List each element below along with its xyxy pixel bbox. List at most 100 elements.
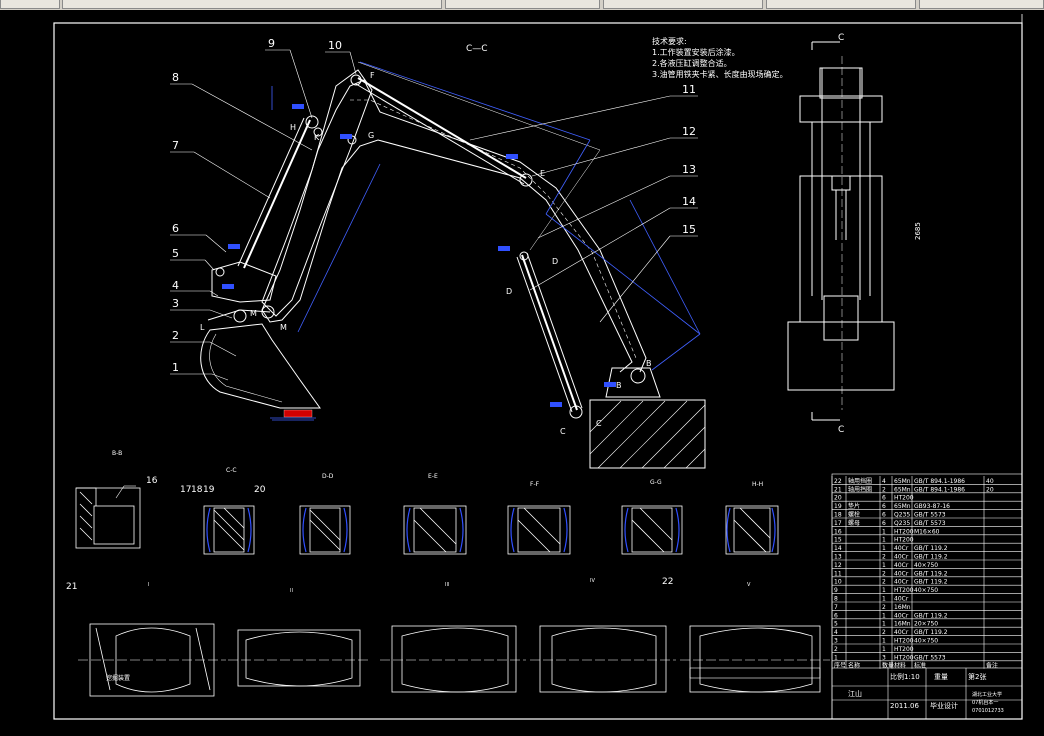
toolbar-lineweight-dropdown[interactable] xyxy=(919,0,1044,9)
cad-drawing-canvas[interactable]: 1 2 3 4 5 6 7 8 9 10 11 12 13 14 15 16 1… xyxy=(0,10,1044,728)
svg-text:IV: IV xyxy=(590,578,595,584)
parts-cell: GB/T 119.2 xyxy=(914,570,948,577)
parts-cell: GB/T 119.2 xyxy=(914,612,948,619)
parts-cell: 1 xyxy=(834,654,838,661)
balloon-10: 10 xyxy=(328,39,342,52)
balloon-11: 11 xyxy=(682,83,696,96)
parts-cell: HT200 xyxy=(894,528,914,535)
balloons: 1 2 3 4 5 6 7 8 9 10 11 12 13 14 15 16 1… xyxy=(66,37,696,592)
parts-cell: 1 xyxy=(882,646,886,653)
balloon-9: 9 xyxy=(268,37,275,50)
parts-cell: GB/T 119.2 xyxy=(914,629,948,636)
svg-text:比例: 比例 xyxy=(890,672,904,681)
parts-cell: 5 xyxy=(834,621,838,628)
parts-cell: GB/T 894.1-1986 xyxy=(914,478,965,485)
balloon-13: 13 xyxy=(682,163,696,176)
parts-cell: 2 xyxy=(882,486,886,493)
balloon-20: 20 xyxy=(254,485,266,495)
balloon-8: 8 xyxy=(172,71,179,84)
svg-text:V: V xyxy=(747,582,751,588)
pin-c xyxy=(569,405,583,419)
parts-cell: 20 xyxy=(986,486,994,493)
balloon-14: 14 xyxy=(682,195,696,208)
svg-text:H: H xyxy=(290,123,296,132)
bucket xyxy=(200,323,321,409)
svg-text:湖北工业大学: 湖北工业大学 xyxy=(972,691,1002,698)
pin-e xyxy=(519,173,533,187)
pin-section-ff xyxy=(621,505,683,555)
stick-cylinder xyxy=(357,77,527,179)
parts-header-cell: 序号 xyxy=(834,661,846,669)
pin-k xyxy=(313,127,323,137)
parts-cell: GB/T 5573 xyxy=(914,520,946,527)
svg-text:H-H: H-H xyxy=(752,481,763,488)
pin-section-gg xyxy=(725,505,779,555)
toolbar-linetype-dropdown[interactable] xyxy=(766,0,916,9)
parts-cell: HT200 xyxy=(894,495,914,502)
pin-h xyxy=(305,115,319,129)
pin-b xyxy=(630,368,646,384)
parts-cell: GB93-87-16 xyxy=(914,503,950,510)
svg-text:毕业设计: 毕业设计 xyxy=(930,701,958,710)
section-label-cc: C—C xyxy=(466,44,488,54)
parts-cell: 2 xyxy=(882,554,886,561)
parts-cell: 7 xyxy=(834,604,838,611)
title-block-text: 比例 1:10 重量 第2张 江山 2011.06 毕业设计 湖北工业大学 07… xyxy=(848,672,1004,714)
side-section-view xyxy=(787,41,895,421)
svg-text:2011.06: 2011.06 xyxy=(890,702,919,710)
toolbar-style-dropdown[interactable] xyxy=(445,0,600,9)
svg-text:M: M xyxy=(250,309,257,318)
svg-text:L: L xyxy=(200,323,205,332)
parts-cell: 16Mn xyxy=(894,621,911,628)
svg-text:0701012733: 0701012733 xyxy=(972,708,1004,714)
parts-cell: 6 xyxy=(882,495,886,502)
svg-text:K: K xyxy=(314,133,320,142)
title-block xyxy=(831,473,1023,720)
svg-text:G-G: G-G xyxy=(650,479,662,486)
parts-cell: GB/T 119.2 xyxy=(914,554,948,561)
parts-cell: 1 xyxy=(882,545,886,552)
svg-text:技术要求:: 技术要求: xyxy=(652,36,687,46)
parts-cell: 轴用挡圈 xyxy=(848,477,872,485)
detail-views xyxy=(75,487,779,555)
toolbar-layer-dropdown[interactable] xyxy=(62,0,442,9)
svg-text:1.工作装置安装后涂漆。: 1.工作装置安装后涂漆。 xyxy=(652,47,740,57)
parts-cell: 4 xyxy=(834,629,838,636)
parts-cell: 1 xyxy=(882,638,886,645)
parts-cell: GB/T 5573 xyxy=(914,654,946,661)
parts-cell: 11 xyxy=(834,570,842,577)
balloon-3: 3 xyxy=(172,297,179,310)
pin-titles: I II III IV V xyxy=(148,578,751,594)
parts-cell: 6 xyxy=(834,612,838,619)
toolbar-color-dropdown[interactable] xyxy=(603,0,763,9)
balloon-2: 2 xyxy=(172,329,179,342)
svg-text:1:10: 1:10 xyxy=(904,673,920,681)
parts-cell: 1 xyxy=(882,528,886,535)
excavator-assembly xyxy=(200,61,706,469)
parts-cell: Q235 xyxy=(894,512,910,519)
parts-cell: 13 xyxy=(834,554,842,561)
svg-text:F-F: F-F xyxy=(530,481,540,488)
toolbar-button-1[interactable] xyxy=(0,0,60,9)
parts-cell: 2 xyxy=(882,579,886,586)
assembly-caption: 挖掘装置 xyxy=(106,674,130,682)
parts-cell: 40×750 xyxy=(914,562,938,569)
parts-cell: HT200 xyxy=(894,654,914,661)
pin-section-bb xyxy=(203,505,255,555)
section-c-top: C xyxy=(838,33,844,43)
parts-cell: 15 xyxy=(834,537,842,544)
parts-cell: 22 xyxy=(834,478,842,485)
boom-cylinder xyxy=(521,254,578,411)
joint-letters: F E G H K D D B C C L M M B xyxy=(200,71,652,436)
balloon-6: 6 xyxy=(172,222,179,235)
svg-text:B: B xyxy=(646,359,652,368)
balloon-4: 4 xyxy=(172,279,179,292)
dimension-texts xyxy=(222,104,616,418)
parts-cell: 9 xyxy=(834,587,838,594)
svg-text:C-C: C-C xyxy=(226,467,237,474)
parts-cell: Q235 xyxy=(894,520,910,527)
svg-text:III: III xyxy=(445,582,449,588)
command-line[interactable] xyxy=(0,728,1044,736)
svg-text:I: I xyxy=(148,582,149,588)
